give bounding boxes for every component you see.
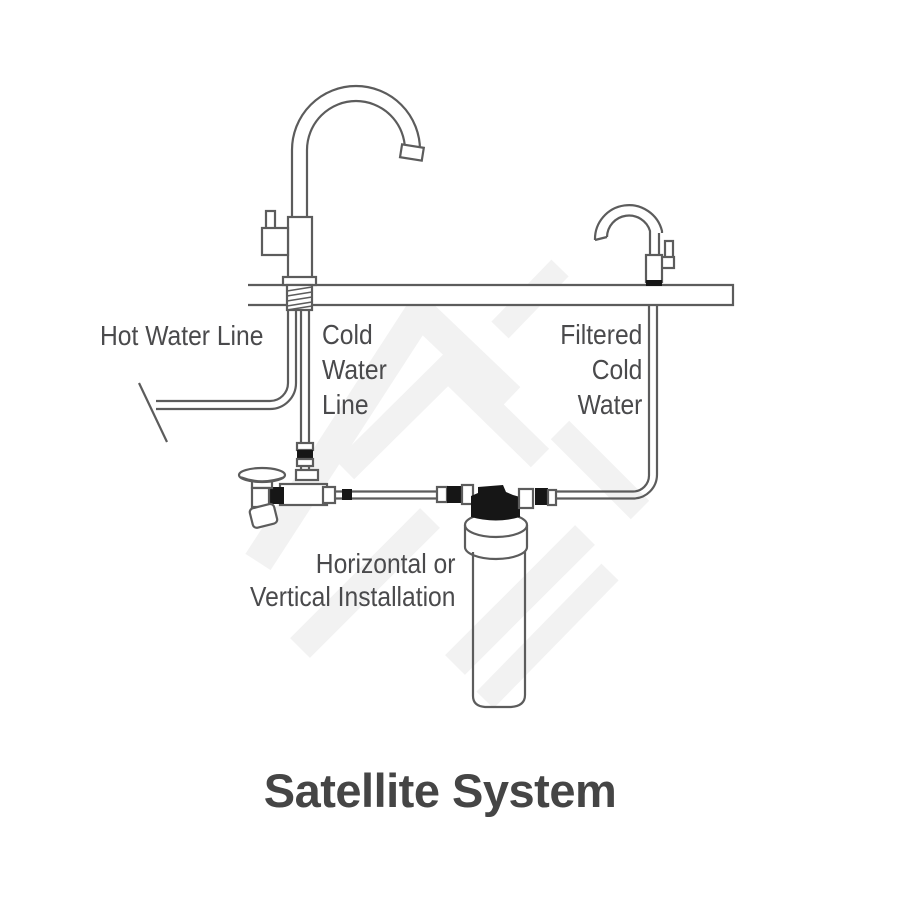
shutoff-valve [237, 466, 287, 529]
filtered-water-faucet [593, 204, 676, 286]
hot-water-line-label: Hot Water Line [100, 320, 264, 351]
main-mixer-faucet [260, 84, 426, 312]
cold-water-line-label: Cold Water Line [322, 319, 387, 420]
figure-title: Satellite System [263, 764, 617, 817]
watermark-logo [245, 259, 650, 709]
countertop [248, 283, 735, 307]
pipe-break-mark [138, 382, 168, 443]
supply-tube [335, 483, 475, 506]
cold-water-pipe [295, 310, 315, 471]
spout-tip [398, 143, 426, 162]
tee-adapter [267, 468, 337, 507]
installation-label: Horizontal or Vertical Installation [249, 548, 455, 612]
handle-body [260, 226, 290, 257]
filter-head [471, 485, 558, 521]
spout-tip [594, 235, 608, 242]
filtered-water-pipe [556, 305, 659, 500]
handle-lever [663, 239, 675, 260]
base-gasket [646, 280, 662, 286]
threaded-shank [285, 283, 314, 312]
hot-water-pipe [138, 310, 298, 443]
base-flange [281, 275, 318, 287]
filtered-cold-water-label: Filtered Cold Water [559, 319, 642, 420]
